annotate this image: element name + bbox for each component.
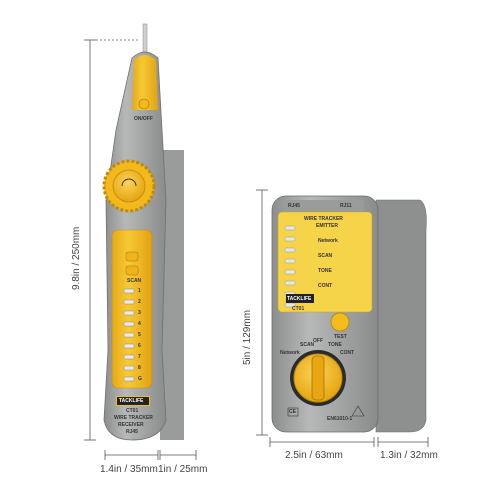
emitter-dial-scan: SCAN — [300, 342, 315, 348]
receiver-width-dimension — [104, 450, 159, 460]
emitter-mode-scan: SCAN — [318, 253, 333, 259]
emitter-device — [271, 195, 427, 433]
receiver-led-5: 5 — [138, 332, 141, 338]
receiver-scan-label: SCAN — [127, 278, 142, 284]
emitter-title-line1: WIRE TRACKER — [304, 216, 343, 222]
emitter-depth-label: 1.3in / 32mm — [380, 450, 438, 461]
receiver-height-dimension — [84, 39, 140, 441]
receiver-model: CT01 — [126, 408, 139, 414]
emitter-port-rj45: RJ45 — [288, 203, 300, 209]
receiver-name-line1: WIRE TRACKER — [114, 415, 153, 421]
receiver-depth-label: 1in / 25mm — [158, 464, 208, 475]
emitter-mode-cont: CONT — [318, 283, 333, 289]
emitter-model: CT01 — [292, 306, 305, 312]
receiver-height-label: 9.8in / 250mm — [71, 226, 82, 290]
emitter-height-dimension — [256, 189, 268, 436]
receiver-on-off-label: ON/OFF — [134, 116, 153, 122]
emitter-mode-network: Network — [318, 238, 338, 244]
emitter-mode-tone: TONE — [318, 268, 332, 274]
receiver-port: RJ45 — [126, 429, 138, 435]
receiver-led-6: 6 — [138, 343, 141, 349]
emitter-dial-off: OFF — [313, 338, 323, 344]
emitter-dial-cont: CONT — [340, 350, 355, 356]
receiver-name-line2: RECEIVER — [118, 422, 144, 428]
receiver-depth-dimension — [159, 450, 197, 460]
receiver-width-label: 1.4in / 35mm — [100, 464, 158, 475]
emitter-dial-tone: TONE — [328, 342, 342, 348]
receiver-led-g: G — [138, 376, 142, 382]
receiver-led-7: 7 — [138, 354, 141, 360]
emitter-test-label: TEST — [334, 334, 347, 340]
receiver-led-3: 3 — [138, 310, 141, 316]
receiver-led-2: 2 — [138, 299, 141, 305]
receiver-led-4: 4 — [138, 321, 141, 327]
emitter-width-dimension — [269, 437, 375, 447]
emitter-height-label: 5in / 129mm — [242, 309, 253, 365]
emitter-port-rj11: RJ11 — [340, 203, 352, 209]
receiver-led-8: 8 — [138, 365, 141, 371]
emitter-standard: EN61010-1 — [327, 416, 353, 422]
emitter-depth-dimension — [377, 437, 429, 447]
receiver-device — [102, 23, 184, 441]
emitter-dial-network: Network — [280, 350, 300, 356]
emitter-width-label: 2.5in / 63mm — [285, 450, 343, 461]
emitter-brand-logo: TACKLIFE — [287, 296, 312, 302]
receiver-brand-logo: TACKLIFE — [119, 398, 144, 404]
emitter-ce-mark: CE — [289, 409, 296, 415]
receiver-led-column — [123, 288, 135, 382]
receiver-led-1: 1 — [138, 288, 141, 294]
emitter-title-line2: EMITTER — [316, 223, 338, 229]
